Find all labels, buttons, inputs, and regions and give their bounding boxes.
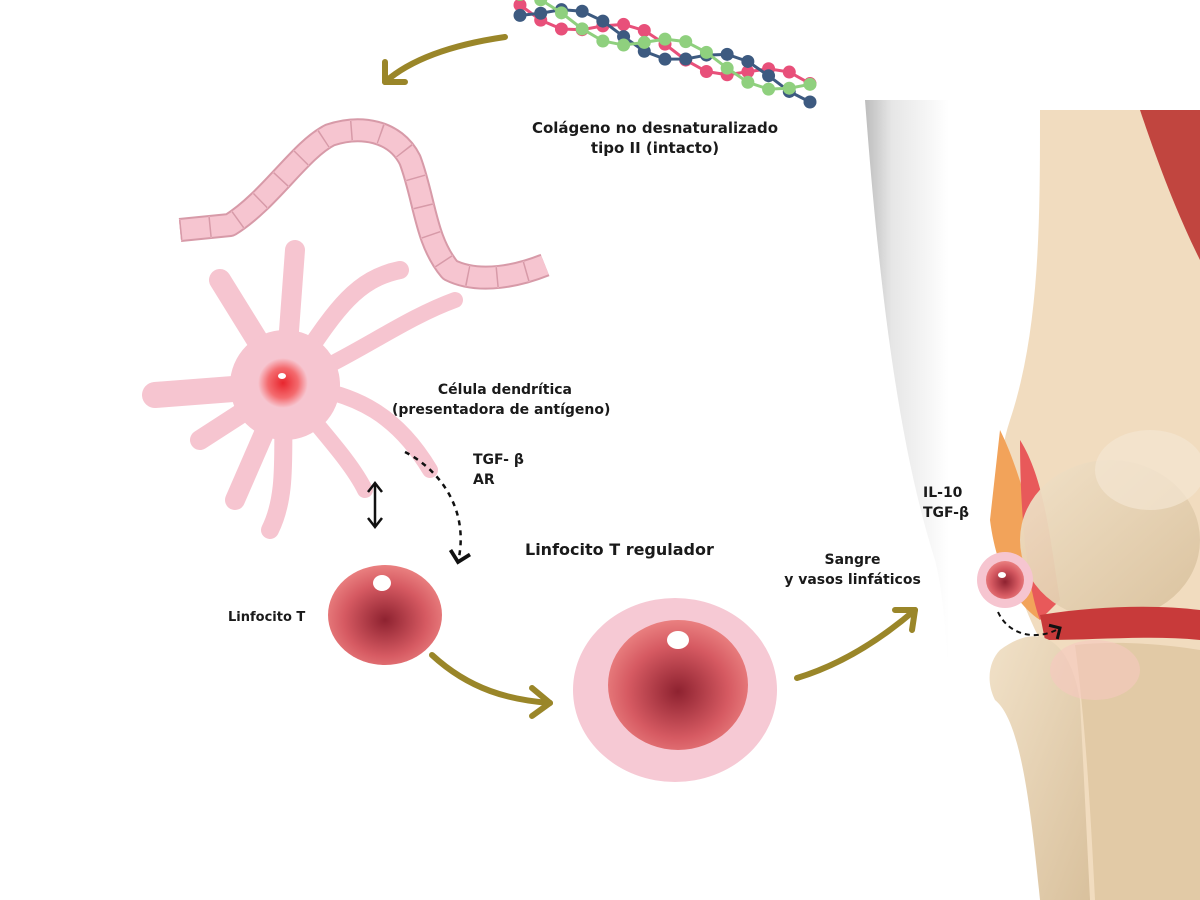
collagen-bead: [699, 45, 713, 59]
collagen-bead: [741, 75, 755, 89]
signals-label: TGF- β AR: [473, 450, 524, 490]
collagen-bead: [782, 81, 796, 95]
dendritic-cell: [142, 240, 463, 539]
collagen-bead: [679, 52, 693, 66]
signals-label-line2: AR: [473, 472, 495, 488]
collagen-bead: [803, 77, 817, 91]
collagen-bead: [637, 35, 651, 49]
blood-label-line1: Sangre: [824, 552, 881, 568]
collagen-bead: [803, 95, 817, 109]
collagen-bead: [516, 0, 524, 2]
dendritic-label-line2: (presentadora de antígeno): [392, 402, 611, 418]
collagen-label: Colágeno no desnaturalizado tipo II (int…: [520, 118, 790, 158]
collagen-bead: [762, 82, 776, 96]
t-cell-label: Linfocito T: [228, 610, 306, 625]
collagen-bead: [720, 47, 734, 61]
collagen-bead: [658, 32, 672, 46]
collagen-bead: [534, 6, 548, 20]
collagen-bead: [699, 65, 713, 79]
collagen-bead: [575, 4, 589, 18]
joint-signals-line1: IL-10: [923, 485, 963, 501]
flow-arrows: [382, 34, 918, 719]
collagen-label-line1: Colágeno no desnaturalizado: [531, 119, 779, 137]
dendritic-label: Célula dendrítica (presentadora de antíg…: [392, 380, 611, 420]
joint-signals-label: IL-10 TGF-β: [923, 483, 969, 523]
t-lymphocyte: [328, 565, 442, 665]
dendritic-label-line1: Célula dendrítica: [437, 382, 572, 398]
collagen-bead: [513, 0, 527, 12]
joint-signals-line2: TGF-β: [923, 505, 970, 521]
intestinal-epithelium: [178, 118, 550, 290]
treg-label: Linfocito T regulador: [525, 540, 714, 559]
collagen-bead: [720, 61, 734, 75]
collagen-bead: [782, 65, 796, 79]
collagen-bead: [554, 22, 568, 36]
blood-label-line2: y vasos linfáticos: [784, 572, 921, 588]
collagen-bead: [741, 65, 755, 79]
collagen-bead: [596, 34, 610, 48]
collagen-bead: [637, 24, 651, 38]
collagen-bead: [554, 6, 568, 20]
collagen-molecule: [513, 0, 817, 109]
signal-arrow: [404, 450, 471, 565]
collagen-bead: [534, 0, 548, 7]
knee-joint: [865, 100, 1200, 900]
collagen-bead: [575, 22, 589, 36]
collagen-bead: [617, 17, 631, 31]
collagen-bead: [762, 69, 776, 83]
collagen-bead: [617, 38, 631, 52]
collagen-bead: [741, 54, 755, 68]
regulatory-t-lymphocyte: [573, 598, 777, 782]
collagen-bead: [513, 8, 527, 22]
collagen-bead: [596, 14, 610, 28]
collagen-label-line2: tipo II (intacto): [590, 139, 720, 157]
blood-label: Sangre y vasos linfáticos: [765, 550, 940, 590]
collagen-bead: [658, 52, 672, 66]
collagen-bead: [679, 35, 693, 49]
signals-label-line1: TGF- β: [473, 452, 524, 468]
